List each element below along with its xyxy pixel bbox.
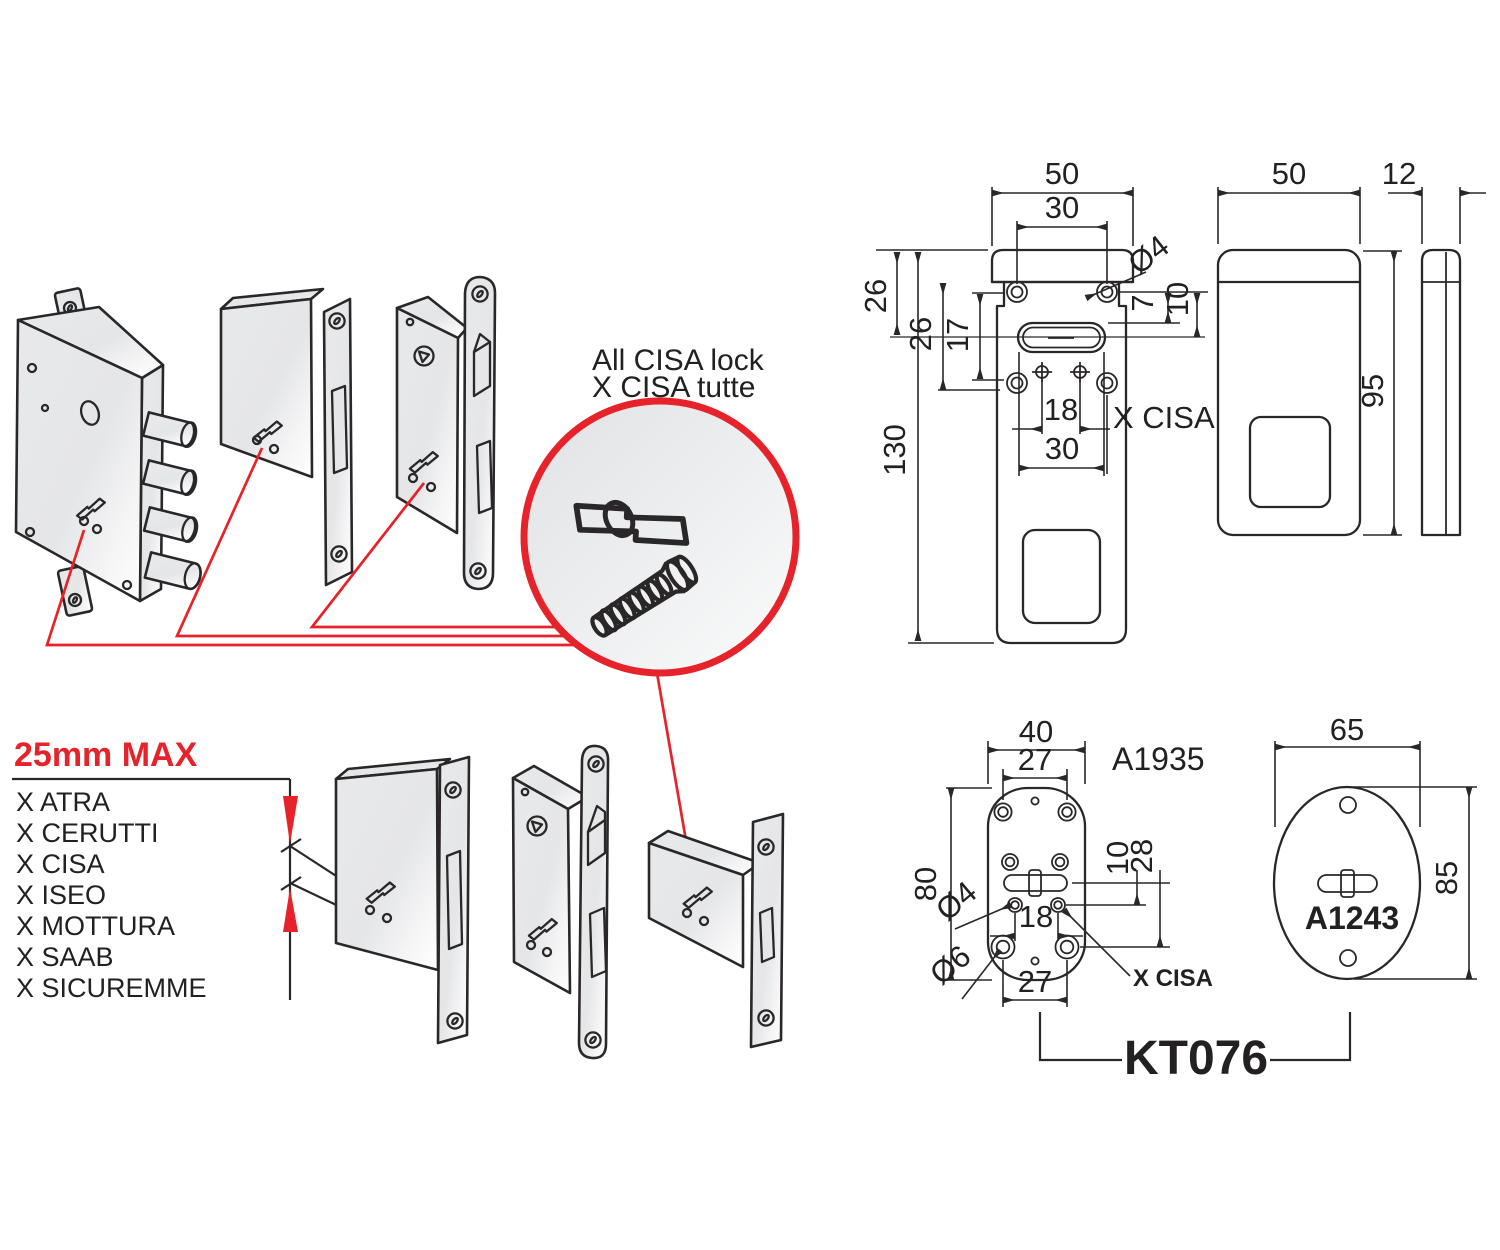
brand-cisa: X CISA [16, 849, 105, 879]
dim-small-offset-a: 10 [1100, 841, 1135, 875]
red-arrow-up [283, 888, 298, 932]
small-deadlock [647, 812, 785, 1049]
dim-oval-height: 85 [1429, 861, 1464, 895]
brand-sicuremme: X SICUREMME [16, 973, 207, 1003]
max-depth-label: 25mm MAX [14, 736, 198, 774]
callout-line-1: All CISA lock [592, 344, 765, 377]
dim-front-slot-offset-b: 10 [1160, 282, 1195, 316]
dim-front-offset-mid: 26 [903, 317, 938, 351]
dim-small-offset-b: 28 [1124, 839, 1159, 873]
ring-piece [602, 499, 636, 539]
compat-note: 25mm MAX X ATRA X CERUTTI X CISA X ISEO … [12, 736, 368, 1003]
small-plate-brand-note: X CISA [1133, 965, 1213, 992]
dim-cover-height: 95 [1355, 374, 1390, 408]
brand-cerutti: X CERUTTI [16, 818, 159, 848]
dim-small-bottom-width: 27 [1018, 964, 1052, 999]
mortise-lock-square [219, 287, 354, 587]
red-leader-lines [45, 447, 610, 647]
dim-small-inner-width: 27 [1018, 742, 1052, 777]
mortise-lock-square-bottom [334, 755, 471, 1045]
dim-small-width: 40 [1019, 714, 1053, 749]
dim-small-pitch: 18 [1019, 899, 1053, 934]
cover-plate-drawing: 50 12 95 [1216, 156, 1486, 537]
dim-front-screw-pitch: 18 [1044, 392, 1078, 427]
front-plate-dim-lines [876, 187, 1208, 644]
brand-atra: X ATRA [16, 787, 110, 817]
mortise-lock-rounded [395, 275, 497, 591]
dim-small-height: 80 [908, 867, 943, 901]
dim-front-lower-width: 30 [1045, 431, 1079, 466]
dim-front-height: 130 [877, 424, 912, 476]
oval-plate-drawing: A1243 65 85 [1272, 712, 1477, 981]
brand-iseo: X ISEO [16, 880, 106, 910]
dim-cover-thickness: 12 [1382, 156, 1416, 191]
dim-front-width: 50 [1045, 156, 1079, 191]
brand-saab: X SAAB [16, 942, 114, 972]
front-plate-drawing: 50 30 26 130 26 17 Ø4 7 10 18 X CISA 30 [858, 156, 1215, 645]
oval-plate-code: A1243 [1305, 900, 1399, 936]
dim-cover-width: 50 [1272, 156, 1306, 191]
kit-label: KT076 [1038, 1012, 1352, 1085]
dim-front-inner-width: 30 [1045, 190, 1079, 225]
lock-face-details [24, 362, 133, 591]
lock-bolts [141, 411, 202, 591]
small-plate-code: A1935 [1112, 741, 1205, 777]
dim-front-offset-top: 26 [858, 279, 893, 313]
red-arrow-down [283, 796, 298, 844]
kit-code-text: KT076 [1124, 1032, 1268, 1085]
brand-mottura: X MOTTURA [16, 911, 175, 941]
detail-magnifier [520, 397, 800, 677]
mortise-lock-rounded-bottom [511, 744, 610, 1060]
callout-line-2: X CISA tutte [592, 371, 755, 404]
dim-front-slot-offset-a: 7 [1125, 294, 1160, 311]
dim-front-hole-span: 17 [940, 318, 975, 352]
screw-piece [590, 554, 699, 638]
front-plate-brand-note: X CISA [1113, 400, 1215, 435]
dim-oval-width: 65 [1330, 712, 1364, 747]
